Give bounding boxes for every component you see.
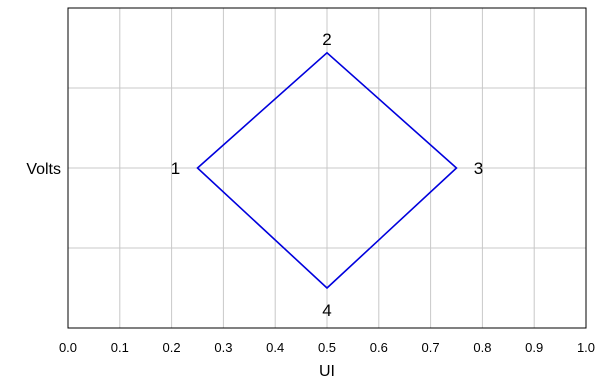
y-axis-label: Volts — [26, 161, 61, 178]
x-tick-label: 0.8 — [473, 340, 491, 355]
x-tick-label: 0.3 — [214, 340, 232, 355]
x-tick-label: 1.0 — [577, 340, 595, 355]
x-axis-label: UI — [319, 363, 335, 380]
x-tick-label: 0.7 — [422, 340, 440, 355]
vertex-label: 2 — [322, 30, 331, 49]
x-tick-label: 0.5 — [318, 340, 336, 355]
x-tick-label: 0.4 — [266, 340, 284, 355]
x-tick-label: 0.1 — [111, 340, 129, 355]
x-tick-label: 0.2 — [163, 340, 181, 355]
grid — [68, 8, 586, 328]
vertex-label: 4 — [322, 301, 331, 320]
vertex-label: 1 — [171, 159, 180, 178]
x-tick-label: 0.0 — [59, 340, 77, 355]
plot-frame — [67, 7, 587, 329]
vertex-label: 3 — [474, 159, 483, 178]
mask-layer: 1 2 3 4 — [171, 30, 483, 320]
x-tick-labels: 0.0 0.1 0.2 0.3 0.4 0.5 0.6 0.7 0.8 0.9 1.0 — [59, 340, 595, 355]
x-tick-label: 0.9 — [525, 340, 543, 355]
x-tick-label: 0.6 — [370, 340, 388, 355]
